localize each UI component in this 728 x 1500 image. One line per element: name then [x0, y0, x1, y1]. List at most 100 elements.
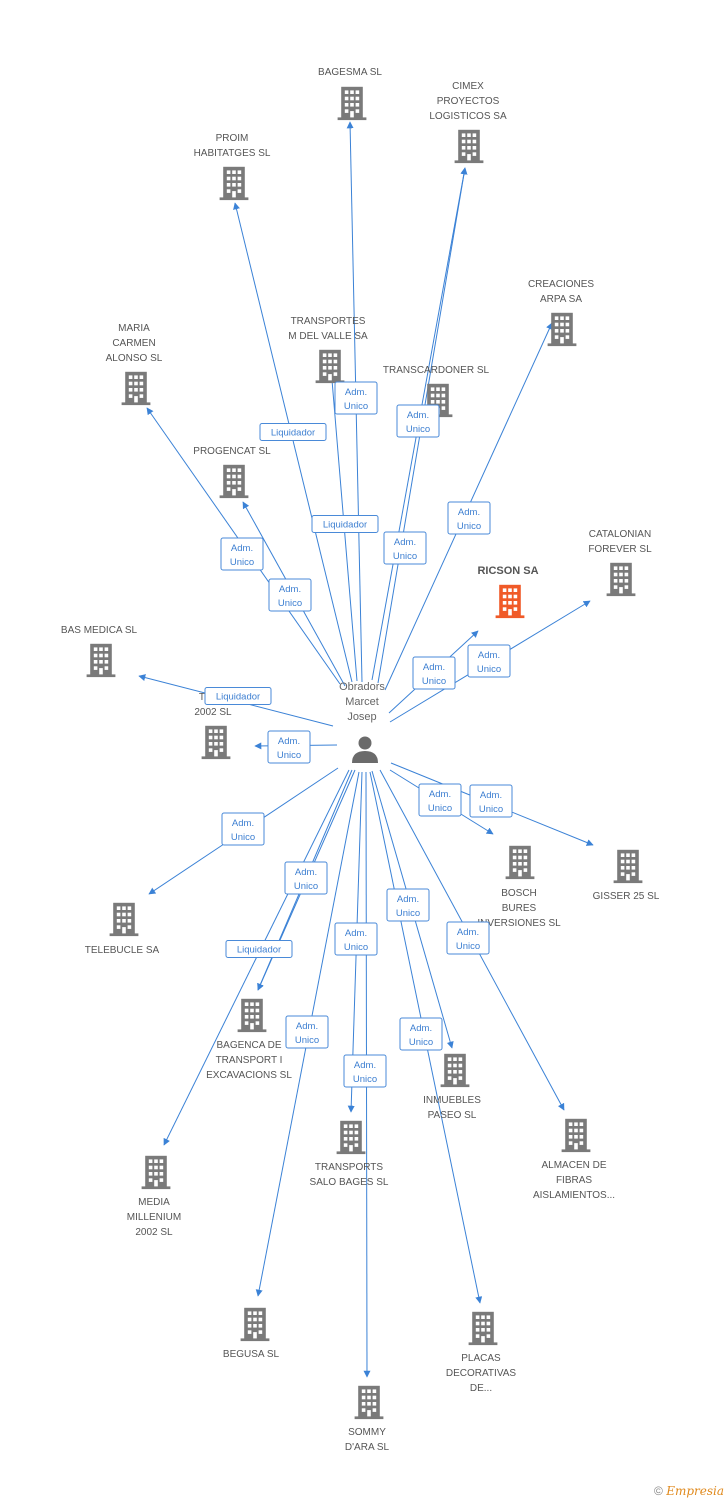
copyright-symbol: © — [654, 1484, 663, 1498]
edge-role-box — [467, 644, 511, 678]
edge-role-box — [311, 515, 379, 533]
company-label: BAGESMA SL — [318, 67, 382, 78]
edge-role-label[interactable]: Adm.Unico — [267, 730, 311, 764]
company-node-placas[interactable]: PLACASDECORATIVASDE... — [446, 1311, 517, 1394]
edge-role-text: Liquidador — [216, 692, 260, 703]
edge-role-text: Adm. — [458, 507, 480, 518]
person-name: Marcet — [345, 696, 379, 708]
company-node-telebucle[interactable]: TELEBUCLE SA — [85, 902, 160, 956]
edge-role-label[interactable]: Adm. Unico — [446, 921, 490, 955]
building-icon — [315, 349, 345, 384]
company-label: PROGENCAT SL — [193, 446, 271, 457]
company-label: MARIA — [118, 323, 150, 334]
edge-role-label[interactable]: Adm.Unico — [221, 812, 265, 846]
person-name: Obradors — [339, 681, 385, 693]
edge-role-label[interactable]: Liquidador — [311, 515, 379, 533]
edge-role-label[interactable]: Adm. Unico — [334, 381, 378, 415]
edge-role-text: Adm. — [296, 1021, 318, 1032]
company-label: CIMEX — [452, 81, 484, 92]
edge-role-box — [334, 381, 378, 415]
edge-role-text: Unico — [456, 941, 480, 952]
company-node-begusa[interactable]: BEGUSA SL — [223, 1307, 280, 1360]
edge-role-box — [285, 1015, 329, 1049]
person-icon — [352, 736, 378, 763]
edge-role-text: Unico — [294, 881, 318, 892]
company-label: CARMEN — [112, 338, 155, 349]
edge-role-label[interactable]: Liquidador — [259, 423, 327, 441]
edge-role-text: Unico — [344, 401, 368, 412]
company-label: TELEBUCLE SA — [85, 945, 160, 956]
edge-role-text: Adm. — [279, 584, 301, 595]
edge-role-label[interactable]: Adm.Unico — [447, 501, 491, 535]
edge-role-box — [469, 784, 513, 818]
edge-role-label[interactable]: Adm.Unico — [343, 1054, 387, 1088]
edge-role-label[interactable]: Adm.Unico — [284, 861, 328, 895]
company-node-bagesma[interactable]: BAGESMA SL — [318, 67, 382, 121]
company-node-basmedica[interactable]: BAS MEDICA SL — [61, 625, 138, 678]
brand-logo[interactable]: Empresia — [666, 1484, 724, 1498]
company-node-transcardoner[interactable]: TRANSCARDONER SL — [383, 365, 490, 418]
edge-role-label[interactable]: Liquidador — [204, 687, 272, 705]
edge-role-box — [268, 578, 312, 612]
company-node-maria[interactable]: MARIA CARMEN ALONSO SL — [106, 323, 163, 406]
company-label: GISSER 25 SL — [593, 891, 660, 902]
building-icon — [219, 166, 249, 201]
edge-role-label[interactable]: Adm.Unico — [467, 644, 511, 678]
edge-role-label[interactable]: Adm.Unico — [412, 656, 456, 690]
edge-role-label[interactable]: Adm.Unico — [418, 783, 462, 817]
edge-role-text: Unico — [479, 804, 503, 815]
company-label: TRANSPORTES — [291, 316, 366, 327]
edge-role-label[interactable]: Adm. Unico — [268, 578, 312, 612]
edge-role-text: Adm. — [410, 1023, 432, 1034]
company-label: 2002 SL — [135, 1227, 173, 1238]
company-label: PROIM — [216, 133, 249, 144]
edge-role-box — [267, 730, 311, 764]
edge-role-label[interactable]: Adm. Unico — [399, 1017, 443, 1051]
company-node-almacen[interactable]: ALMACEN DEFIBRASAISLAMIENTOS... — [533, 1118, 615, 1201]
edge-role-label[interactable]: Liquidador — [225, 940, 293, 958]
edge-role-text: Adm. — [231, 543, 253, 554]
building-icon — [495, 584, 525, 619]
company-node-ricson[interactable]: RICSON SA — [477, 565, 539, 619]
company-label: ALONSO SL — [106, 353, 163, 364]
edge-role-box — [221, 812, 265, 846]
edge-role-text: Adm. — [345, 387, 367, 398]
edge-role-text: Adm. — [480, 790, 502, 801]
company-node-progencat[interactable]: PROGENCAT SL — [193, 446, 271, 499]
edge-role-text: Adm. — [457, 927, 479, 938]
edge-role-text: Unico — [231, 832, 255, 843]
edge-role-box — [383, 531, 427, 565]
company-label: CATALONIAN — [589, 529, 651, 540]
edge-role-label[interactable]: Adm.Unico — [220, 537, 264, 571]
company-label: BEGUSA SL — [223, 1349, 280, 1360]
edge-role-label[interactable]: Adm.Unico — [285, 1015, 329, 1049]
edge-role-box — [343, 1054, 387, 1088]
building-icon — [337, 86, 367, 121]
edge-role-label[interactable]: Adm.Unico — [386, 888, 430, 922]
company-label: PASEO SL — [428, 1110, 477, 1121]
edge-role-label[interactable]: Adm. Unico — [469, 784, 513, 818]
edge-role-label[interactable]: Adm.Unico — [383, 531, 427, 565]
edge-role-text: Unico — [428, 803, 452, 814]
edge-role-label[interactable]: Adm.Unico — [334, 922, 378, 956]
company-node-gisser[interactable]: GISSER 25 SL — [593, 849, 660, 902]
company-label: CREACIONES — [528, 279, 594, 290]
edge-role-text: Unico — [278, 598, 302, 609]
edge-role-text: Adm. — [394, 537, 416, 548]
building-icon — [468, 1311, 498, 1346]
edge-role-label[interactable]: Adm.Unico — [396, 404, 440, 438]
edge-role-text: Unico — [409, 1037, 433, 1048]
edge-role-text: Unico — [422, 676, 446, 687]
